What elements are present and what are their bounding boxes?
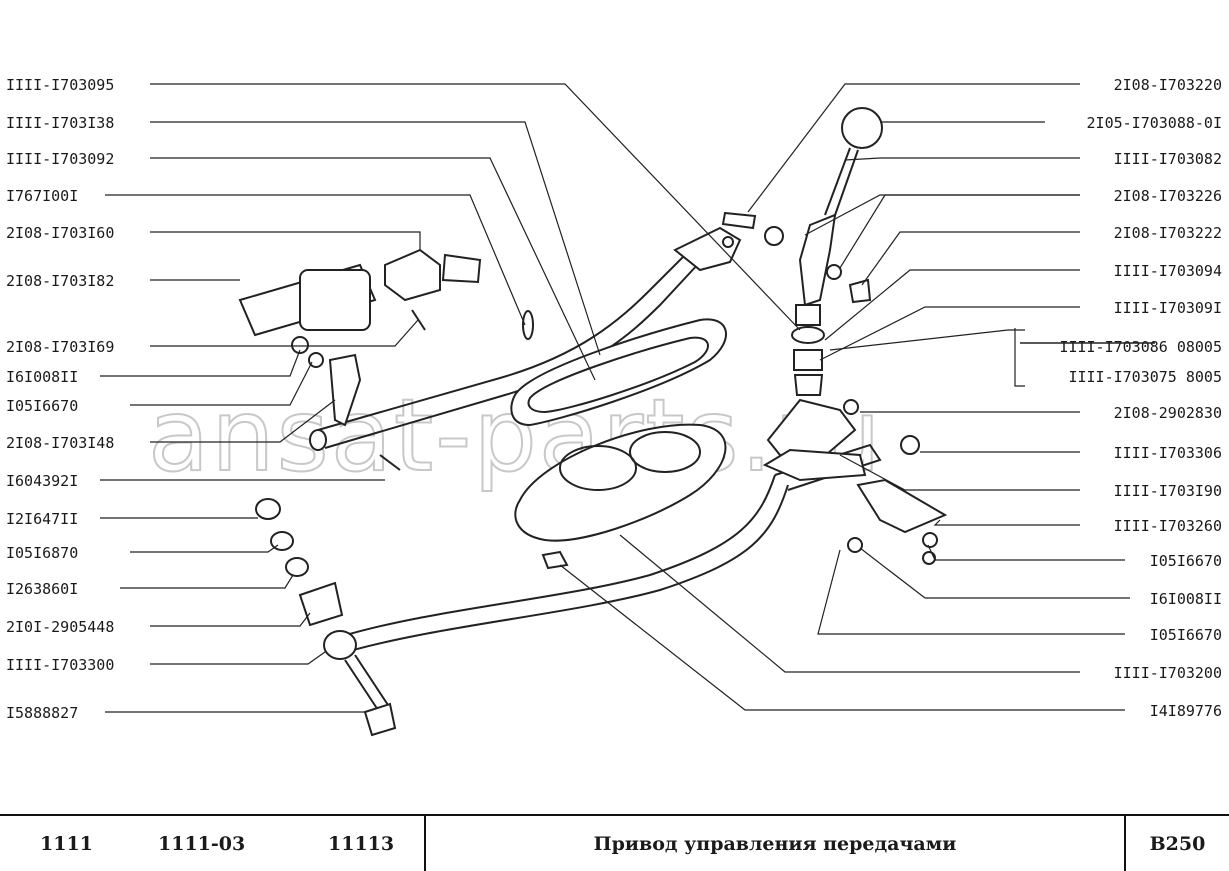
part-label: I767I00I bbox=[6, 187, 78, 205]
title-block: 1111 1111-03 11113 Привод управления пер… bbox=[0, 814, 1229, 871]
part-label: IIII-I703I90 bbox=[1114, 482, 1222, 500]
part-label: IIII-I703306 bbox=[1114, 444, 1222, 462]
part-label: IIII-I703095 bbox=[6, 76, 114, 94]
divider bbox=[424, 816, 426, 871]
part-label: IIII-I703075 8005 bbox=[1068, 368, 1222, 386]
boot-seal-ring bbox=[510, 318, 727, 427]
part-label: I4I89776 bbox=[1150, 702, 1222, 720]
part-label: 2I08-I703220 bbox=[1114, 76, 1222, 94]
floor-cover-plate bbox=[514, 423, 727, 542]
diagram-title: Привод управления передачами bbox=[593, 832, 957, 855]
part-label: 2I08-I703226 bbox=[1114, 187, 1222, 205]
divider bbox=[1124, 816, 1126, 871]
part-label: IIII-I703092 bbox=[6, 150, 114, 168]
left-leaders bbox=[100, 83, 801, 713]
part-label: IIII-I703200 bbox=[1114, 664, 1222, 682]
part-label: I5888827 bbox=[6, 704, 78, 722]
part-label: I05I6670 bbox=[1150, 626, 1222, 644]
gear-lever bbox=[762, 107, 883, 482]
left-part-labels: IIII-I703095 IIII-I703I38 IIII-I703092 I… bbox=[6, 76, 114, 722]
part-label: I05I6870 bbox=[6, 544, 78, 562]
part-label: IIII-I703094 bbox=[1114, 262, 1222, 280]
part-label: I2I647II bbox=[6, 510, 78, 528]
part-label: I604392I bbox=[6, 472, 78, 490]
part-label: 2I0I-2905448 bbox=[6, 618, 114, 636]
part-label: I6I008II bbox=[6, 368, 78, 386]
right-part-labels: 2I08-I703220 2I05-I703088-0I IIII-I70308… bbox=[1059, 76, 1222, 720]
part-label: 2I05-I703088-0I bbox=[1087, 114, 1222, 132]
part-label: IIII-I703300 bbox=[6, 656, 114, 674]
model-code-2: 1111-03 bbox=[158, 832, 246, 855]
part-label: IIII-I703I38 bbox=[6, 114, 114, 132]
part-label: IIII-I703082 bbox=[1114, 150, 1222, 168]
part-label: IIII-I703086 08005 bbox=[1059, 338, 1222, 356]
part-label: I05I6670 bbox=[6, 397, 78, 415]
part-label: I263860I bbox=[6, 580, 78, 598]
part-label: 2I08-I703222 bbox=[1114, 224, 1222, 242]
part-label: 2I08-I703I69 bbox=[6, 338, 114, 356]
left-hardware bbox=[238, 248, 534, 737]
lever-hardware bbox=[541, 211, 948, 570]
part-label: 2I08-I703I48 bbox=[6, 434, 114, 452]
model-code-1: 1111 bbox=[40, 832, 93, 855]
part-label: I05I6670 bbox=[1150, 552, 1222, 570]
page-code: B250 bbox=[1149, 832, 1206, 855]
part-label: IIII-I703260 bbox=[1114, 517, 1222, 535]
part-label: IIII-I70309I bbox=[1114, 299, 1222, 317]
right-leaders bbox=[559, 83, 1130, 711]
part-label: 2I08-I703I60 bbox=[6, 224, 114, 242]
model-code-3: 11113 bbox=[328, 832, 395, 855]
part-label: 2I08-2902830 bbox=[1114, 404, 1222, 422]
part-label: 2I08-I703I82 bbox=[6, 272, 114, 290]
part-label: I6I008II bbox=[1150, 590, 1222, 608]
